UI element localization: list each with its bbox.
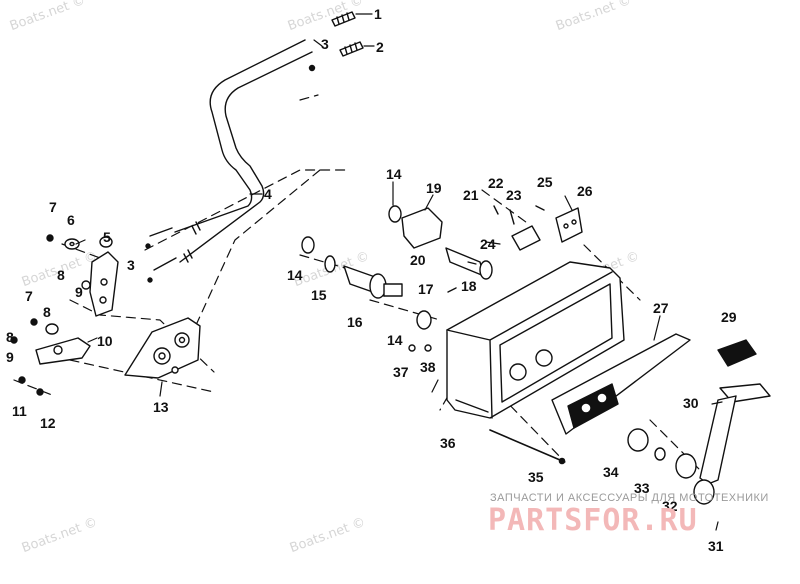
part-callout: 11	[12, 403, 27, 419]
part-callout: 19	[426, 180, 442, 196]
part-callout: 18	[461, 278, 477, 294]
part-callout: 8	[43, 304, 51, 320]
control-box-housing	[446, 261, 625, 419]
part-callout: 24	[480, 236, 496, 252]
part-callout: 3	[127, 257, 135, 273]
part-callout: 33	[634, 480, 650, 496]
part-callout: 31	[708, 538, 724, 554]
part-callout: 7	[49, 199, 57, 215]
part-callout: 10	[97, 333, 113, 349]
part-callout: 4	[264, 186, 272, 202]
part-callout: 21	[463, 187, 479, 203]
part-callout: 32	[662, 498, 678, 514]
brand-logo: PARTSFOR.RU	[488, 503, 698, 538]
part-callout: 25	[537, 174, 553, 190]
part-callout: 15	[311, 287, 327, 303]
gasket	[551, 333, 691, 435]
brand-tagline: ЗАПЧАСТИ И АКСЕССУАРЫ ДЛЯ МОТОТЕХНИКИ	[490, 492, 769, 504]
mounting-plate	[124, 317, 201, 379]
part-callout: 16	[347, 314, 363, 330]
part-callout: 13	[153, 399, 169, 415]
part-callout: 37	[393, 364, 409, 380]
part-callout: 17	[418, 281, 434, 297]
cable-end-fitting-2	[339, 41, 364, 57]
part-callout: 26	[577, 183, 593, 199]
lever-assembly	[627, 339, 771, 505]
part-callout: 9	[6, 349, 14, 365]
part-callout: 23	[506, 187, 522, 203]
lever-arm	[35, 337, 91, 365]
part-callout: 6	[67, 212, 75, 228]
part-callout: 1	[374, 6, 382, 22]
part-callout: 38	[420, 359, 436, 375]
control-cables	[149, 39, 313, 271]
cable-end-fitting-1	[331, 11, 356, 27]
small-bracket	[89, 251, 119, 317]
part-callout: 20	[410, 252, 426, 268]
cam-and-pin	[388, 205, 493, 280]
part-callout: 12	[40, 415, 56, 431]
part-callout: 36	[440, 435, 456, 451]
part-callout: 8	[6, 329, 14, 345]
part-callout: 35	[528, 469, 544, 485]
part-callout: 34	[603, 464, 619, 480]
part-callout: 27	[653, 300, 669, 316]
shaft-assembly	[301, 236, 432, 330]
part-callout: 14	[287, 267, 303, 283]
part-callout: 7	[25, 288, 33, 304]
part-callout: 8	[57, 267, 65, 283]
part-callout: 14	[387, 332, 403, 348]
part-callout: 9	[75, 284, 83, 300]
long-bolt	[489, 429, 566, 465]
part-callout: 5	[103, 229, 111, 245]
screws	[10, 64, 316, 396]
part-callout: 30	[683, 395, 699, 411]
leader-lines	[75, 13, 723, 531]
small-hardware	[408, 205, 583, 352]
washers	[45, 236, 113, 335]
part-callout: 2	[376, 39, 384, 55]
part-callout: 14	[386, 166, 402, 182]
part-callout: 29	[721, 309, 737, 325]
part-callout: 22	[488, 175, 504, 191]
part-callout: 3	[321, 36, 329, 52]
